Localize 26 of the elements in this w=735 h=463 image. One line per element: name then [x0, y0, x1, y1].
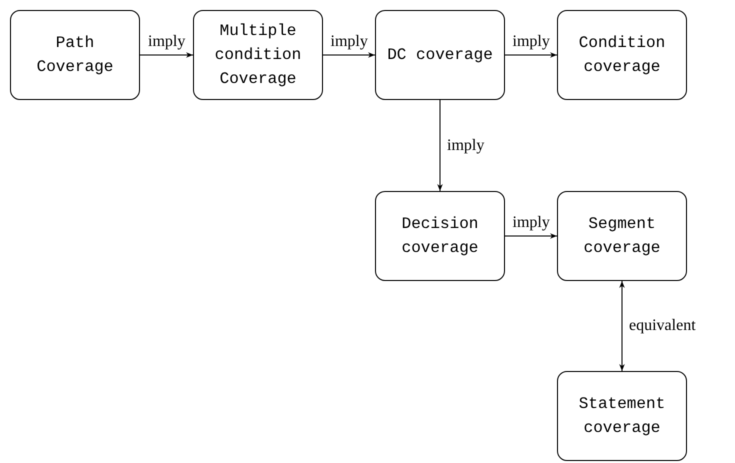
arrow — [437, 100, 443, 192]
edge-label: imply — [147, 33, 186, 51]
node-label: Path Coverage — [36, 33, 114, 78]
arrow — [140, 52, 194, 58]
process-box — [557, 371, 687, 461]
process-box — [193, 10, 323, 100]
edge-label: imply — [330, 33, 369, 51]
process-box — [10, 10, 140, 100]
node-label: Multiple condition Coverage — [214, 21, 302, 90]
edge-label: imply — [512, 214, 551, 232]
arrow — [504, 233, 558, 239]
node-label: DC coverage — [386, 45, 494, 66]
edge-label: imply — [446, 136, 486, 154]
node-label: Statement coverage — [578, 394, 666, 439]
arrow — [322, 52, 376, 58]
process-box — [557, 10, 687, 100]
node-label: Decision coverage — [400, 214, 480, 259]
arrow — [504, 52, 558, 58]
process-box — [375, 191, 505, 281]
edge-label: imply — [512, 33, 551, 51]
node-label: Condition coverage — [578, 33, 666, 78]
arrow — [619, 280, 625, 372]
process-box — [557, 191, 687, 281]
node-label: Segment coverage — [582, 214, 662, 259]
edge-label: equivalent — [628, 317, 697, 335]
process-box — [375, 10, 505, 100]
